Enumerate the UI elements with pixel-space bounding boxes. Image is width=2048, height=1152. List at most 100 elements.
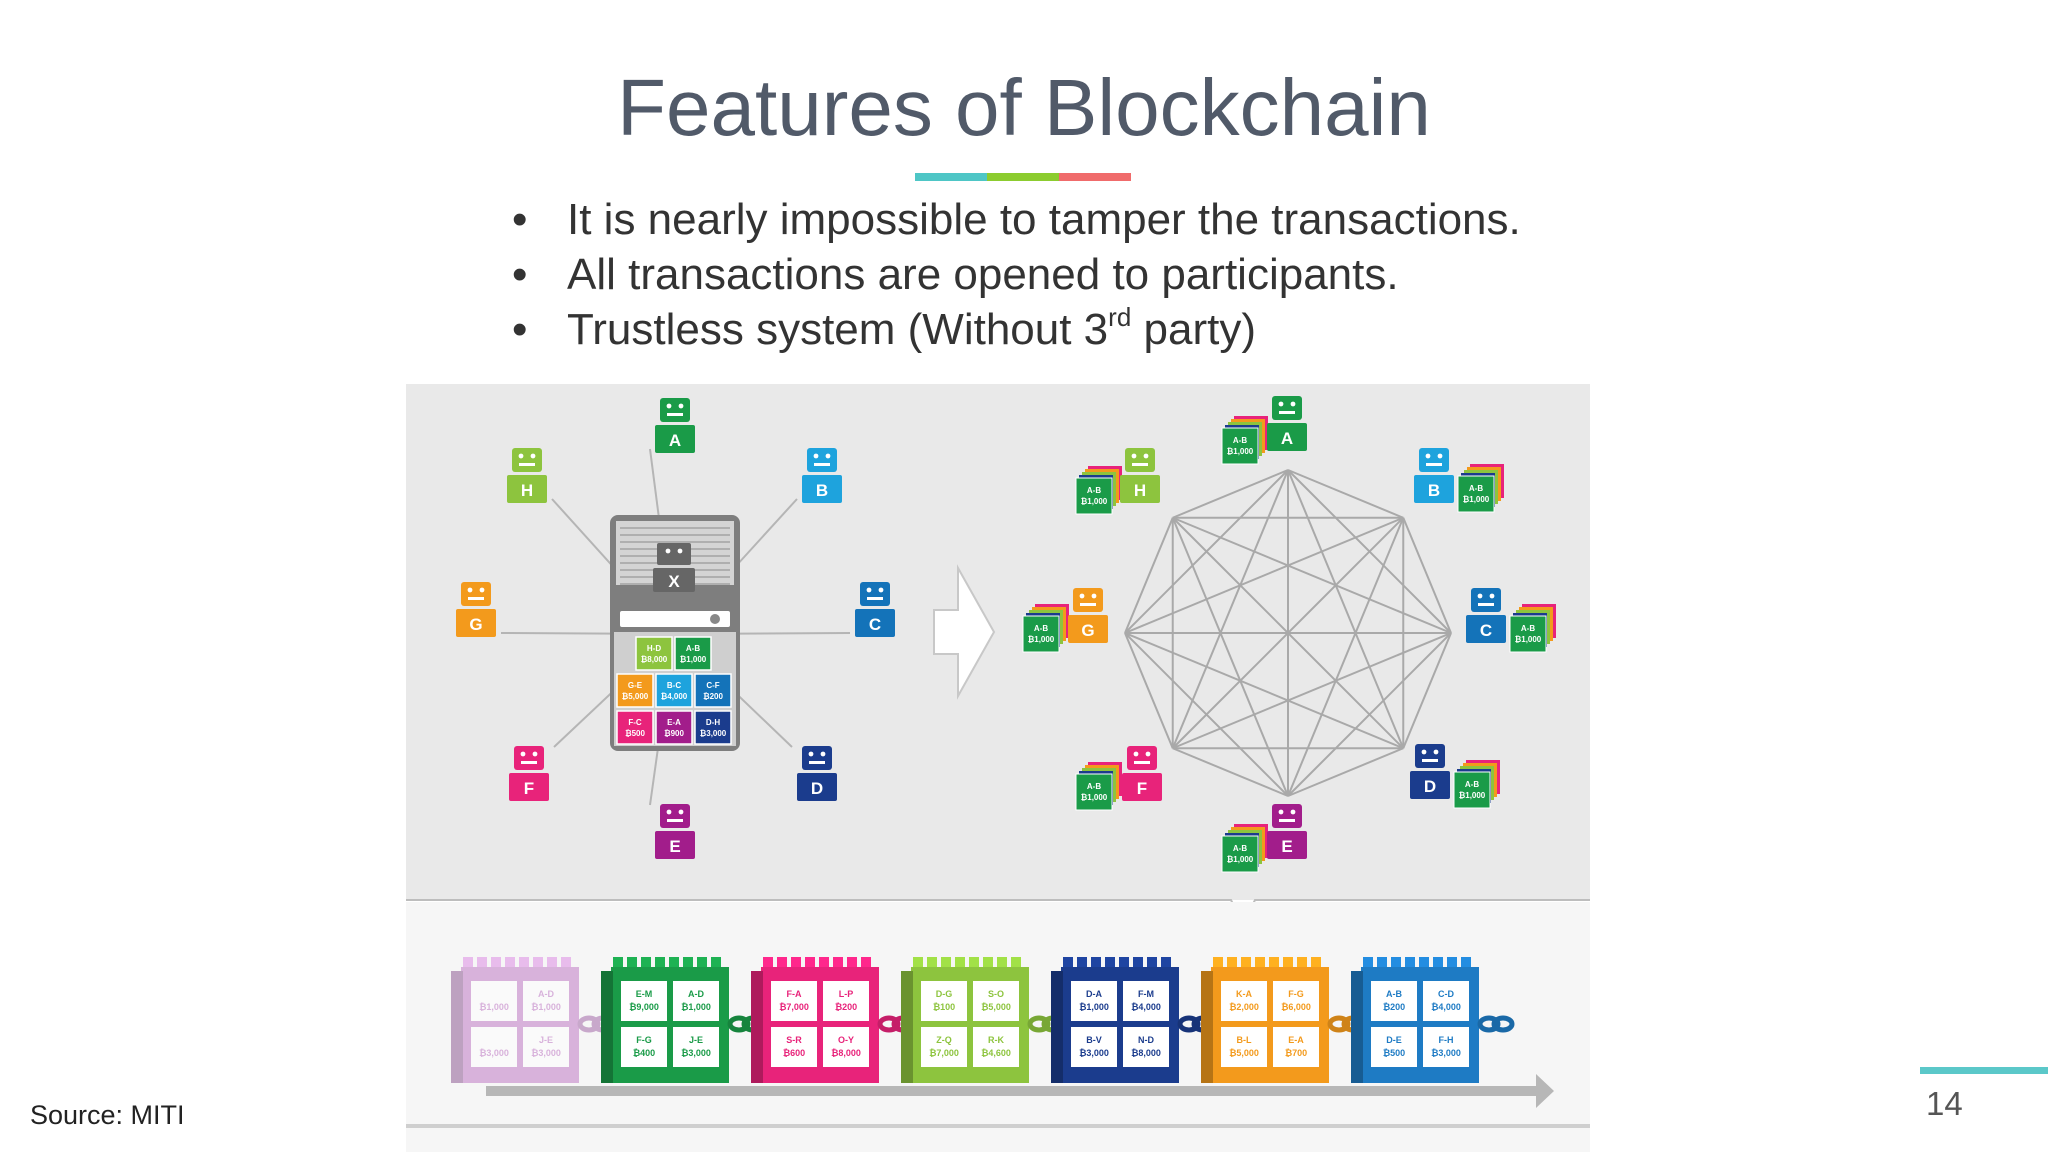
ledger-block-stack: A-B₿1,000 xyxy=(1457,464,1504,513)
block-top-ridge xyxy=(983,957,993,969)
robot-head xyxy=(802,746,832,770)
block-transaction-cell xyxy=(973,1027,1019,1067)
block-transaction-amount: ₿5,000 xyxy=(981,1002,1011,1012)
transaction-pair: C-F xyxy=(706,681,719,690)
ledger-amount: ₿1,000 xyxy=(1463,495,1490,504)
block-transaction-cell xyxy=(673,981,719,1021)
block-transaction-cell xyxy=(471,1027,517,1067)
server-transaction-cell xyxy=(694,710,732,745)
node-letter-label: A xyxy=(1281,429,1293,448)
block-transaction-pair: D-G xyxy=(936,989,953,999)
robot-head xyxy=(1415,744,1445,768)
robot-eye xyxy=(467,587,473,593)
peer-connection-line xyxy=(1402,517,1452,634)
block-transaction-pair: B-V xyxy=(1086,1035,1102,1045)
block-top-ridge xyxy=(1241,957,1251,969)
robot-eye xyxy=(678,809,684,815)
robot-body xyxy=(509,773,549,801)
block-transaction-pair: J-E xyxy=(539,1035,553,1045)
bullet-dot-icon: • xyxy=(512,305,528,354)
robot-body xyxy=(802,475,842,503)
peer-connection-line xyxy=(1171,469,1289,749)
robot-body xyxy=(655,831,695,859)
robot-mouth xyxy=(468,597,484,600)
node-b-robot-icon: B xyxy=(802,448,842,503)
server-robot-body xyxy=(653,568,695,592)
block-side xyxy=(1351,971,1363,1083)
block-transaction-cell xyxy=(1071,981,1117,1021)
block-transaction-cell xyxy=(1071,1027,1117,1067)
block-top-ridge xyxy=(1063,957,1073,969)
block-transaction-pair: E-M xyxy=(636,989,653,999)
block-top-ridge xyxy=(1213,957,1223,969)
block-transaction-amount: ₿5,000 xyxy=(1229,1048,1259,1058)
feature-bullet-list: •It is nearly impossible to tamper the t… xyxy=(512,192,1521,357)
block-transaction-amount: ₿4,000 xyxy=(1131,1002,1161,1012)
robot-head xyxy=(512,448,542,472)
transaction-amount: ₿900 xyxy=(664,729,684,738)
robot-eye xyxy=(866,587,872,593)
bullet-dot-icon: • xyxy=(512,195,528,244)
ledger-amount: ₿1,000 xyxy=(1081,497,1108,506)
block-transaction-amount: ₿3,000 xyxy=(681,1048,711,1058)
robot-mouth xyxy=(1422,759,1438,762)
block-side xyxy=(901,971,913,1083)
block-transaction-cell xyxy=(1123,981,1169,1021)
robot-body xyxy=(1122,773,1162,801)
robot-body xyxy=(1068,615,1108,643)
node-letter-label: A xyxy=(669,431,681,450)
block-transaction-cell xyxy=(1221,1027,1267,1067)
block-transaction-cell xyxy=(921,1027,967,1067)
node-letter-label: G xyxy=(1081,621,1094,640)
server-transaction-cell xyxy=(655,710,693,745)
transaction-amount: ₿500 xyxy=(625,729,645,738)
ledger-amount: ₿1,000 xyxy=(1081,793,1108,802)
block-top-ridge xyxy=(1105,957,1115,969)
node-f-robot-icon: F xyxy=(509,746,549,801)
robot-mouth xyxy=(667,819,683,822)
block-top-ridge xyxy=(1147,957,1157,969)
block-transaction-amount: ₿700 xyxy=(1285,1048,1307,1058)
transaction-pair: B-C xyxy=(667,681,681,690)
block-top-ridge xyxy=(969,957,979,969)
node-c-robot-icon: C xyxy=(1466,588,1506,643)
robot-mouth xyxy=(867,597,883,600)
block-side xyxy=(1201,971,1213,1083)
peer-connection-line xyxy=(1124,517,1174,634)
block-top-ridge xyxy=(1391,957,1401,969)
block-transaction-cell xyxy=(973,981,1019,1021)
robot-eye xyxy=(1489,593,1495,599)
block-transaction-amount: ₿600 xyxy=(783,1048,805,1058)
robot-head xyxy=(1272,396,1302,420)
block-transaction-pair: A-D xyxy=(688,989,704,999)
block-top-ridge xyxy=(833,957,843,969)
block-top-ridge xyxy=(1133,957,1143,969)
robot-eye xyxy=(479,587,485,593)
block-transaction-cell xyxy=(1273,1027,1319,1067)
robot-body xyxy=(1267,423,1307,451)
block-transaction-pair: D-E xyxy=(1386,1035,1402,1045)
chain-direction-arrow xyxy=(486,1074,1554,1108)
transaction-pair: E-A xyxy=(667,718,681,727)
robot-body xyxy=(456,609,496,637)
robot-head xyxy=(1073,588,1103,612)
peer-connection-line xyxy=(1172,747,1289,797)
peer-connection-line xyxy=(1172,516,1452,634)
block-top-ridge xyxy=(1419,957,1429,969)
block-transaction-cell xyxy=(823,981,869,1021)
block-top-ridge xyxy=(955,957,965,969)
block-top-ridge xyxy=(655,957,665,969)
peer-connection-line xyxy=(1124,632,1404,750)
robot-mouth xyxy=(521,761,537,764)
block-top-ridge xyxy=(641,957,651,969)
chain-link-icon xyxy=(1491,1015,1515,1033)
central-server-icon: XH-D₿8,000A-B₿1,000G-E₿5,000B-C₿4,000C-F… xyxy=(610,515,740,751)
block-transaction-cell xyxy=(1371,981,1417,1021)
robot-eye xyxy=(1091,593,1097,599)
chain-link-icon xyxy=(727,1015,751,1033)
transaction-pair: D-H xyxy=(706,718,720,727)
node-letter-label: C xyxy=(1480,621,1492,640)
block-transaction-cell xyxy=(673,1027,719,1067)
ledger-block-stack: A-B₿1,000 xyxy=(1453,760,1500,809)
